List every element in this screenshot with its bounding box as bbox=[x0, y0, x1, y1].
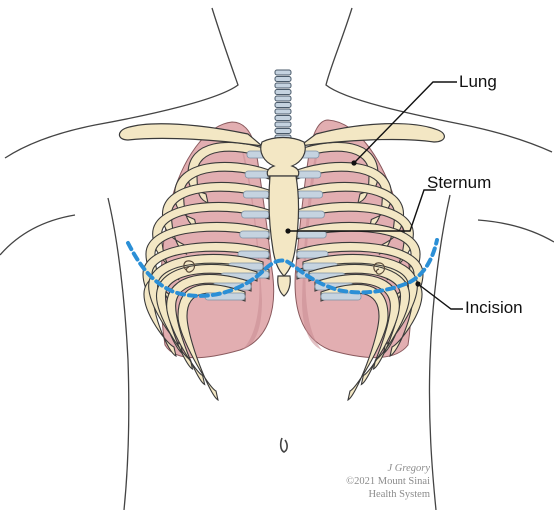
illustration-credit: J Gregory ©2021 Mount Sinai Health Syste… bbox=[346, 462, 430, 501]
lung-label: Lung bbox=[459, 73, 497, 90]
trachea-ring-6 bbox=[275, 103, 291, 108]
torso-right-outline bbox=[429, 195, 450, 510]
costal-cartilage-right-4 bbox=[297, 211, 324, 218]
copyright-notice: ©2021 Mount Sinai bbox=[346, 475, 430, 488]
trachea bbox=[275, 70, 291, 140]
costal-cartilage-right-5 bbox=[297, 231, 326, 238]
sternum-label: Sternum bbox=[427, 174, 491, 191]
incision-label: Incision bbox=[465, 299, 523, 316]
torso-left-outline bbox=[108, 198, 129, 510]
costal-cartilage-right-2 bbox=[297, 171, 321, 178]
incision-leader-line bbox=[418, 284, 463, 309]
trachea-ring-4 bbox=[275, 90, 291, 95]
costal-cartilage-left-5 bbox=[240, 231, 269, 238]
costal-cartilage-left-3 bbox=[243, 191, 269, 198]
trachea-ring-2 bbox=[275, 77, 291, 82]
costal-cartilage-right-3 bbox=[297, 191, 323, 198]
organization-name: Health System bbox=[346, 488, 430, 501]
sternum-leader-dot bbox=[285, 228, 290, 233]
lung-leader-dot bbox=[351, 160, 356, 165]
arm-right-outline bbox=[478, 220, 554, 242]
trachea-ring-1 bbox=[275, 70, 291, 75]
incision-leader-dot bbox=[415, 281, 420, 286]
xiphoid bbox=[278, 276, 291, 296]
costal-cartilage-left-2 bbox=[245, 171, 269, 178]
trachea-ring-5 bbox=[275, 96, 291, 101]
artist-credit: J Gregory bbox=[346, 462, 430, 475]
trachea-ring-3 bbox=[275, 83, 291, 88]
arm-left-outline bbox=[0, 215, 75, 255]
costal-cartilage-left-4 bbox=[242, 211, 269, 218]
trachea-ring-10 bbox=[275, 129, 291, 134]
trachea-ring-7 bbox=[275, 109, 291, 114]
trachea-ring-8 bbox=[275, 116, 291, 121]
navel bbox=[281, 438, 287, 452]
trachea-ring-9 bbox=[275, 122, 291, 127]
manubrium bbox=[261, 138, 306, 177]
